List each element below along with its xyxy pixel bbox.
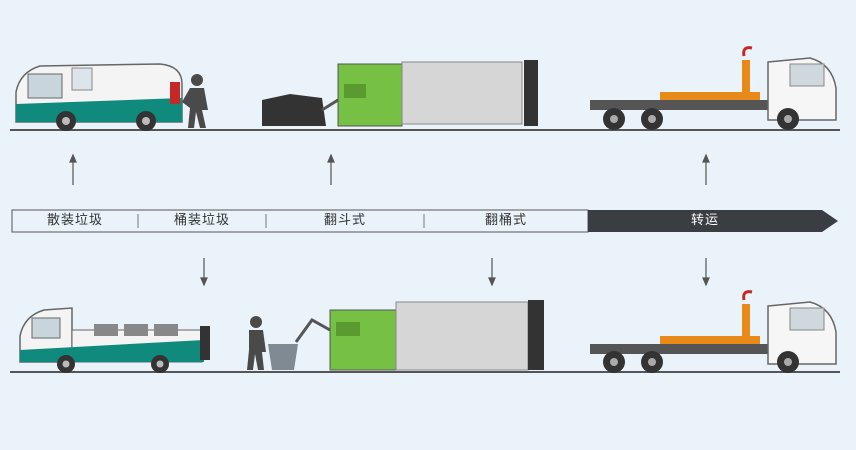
down-arrows [200,258,710,287]
compactor-station-icon [262,60,538,127]
timeline-bar [11,209,838,233]
small-collection-truck-icon [15,63,183,131]
stage-label-bin-waste: 桶装垃圾 [173,213,230,228]
bin-carrier-truck-icon [19,307,210,373]
worker-with-bin-icon [247,316,298,370]
timeline-arrow-head [588,210,838,232]
up-arrows [69,153,710,185]
hook-lift-truck-icon [590,290,837,373]
tipper-compactor-icon [294,300,544,371]
worker-icon [182,74,208,128]
stage-label-transfer: 转运 [690,213,719,228]
stage-label-bin-tipper: 翻桶式 [484,213,527,228]
stage-label-tipper: 翻斗式 [323,213,366,228]
stage-label-bulk-waste: 散装垃圾 [46,213,103,228]
hook-lift-truck-icon [590,46,837,130]
